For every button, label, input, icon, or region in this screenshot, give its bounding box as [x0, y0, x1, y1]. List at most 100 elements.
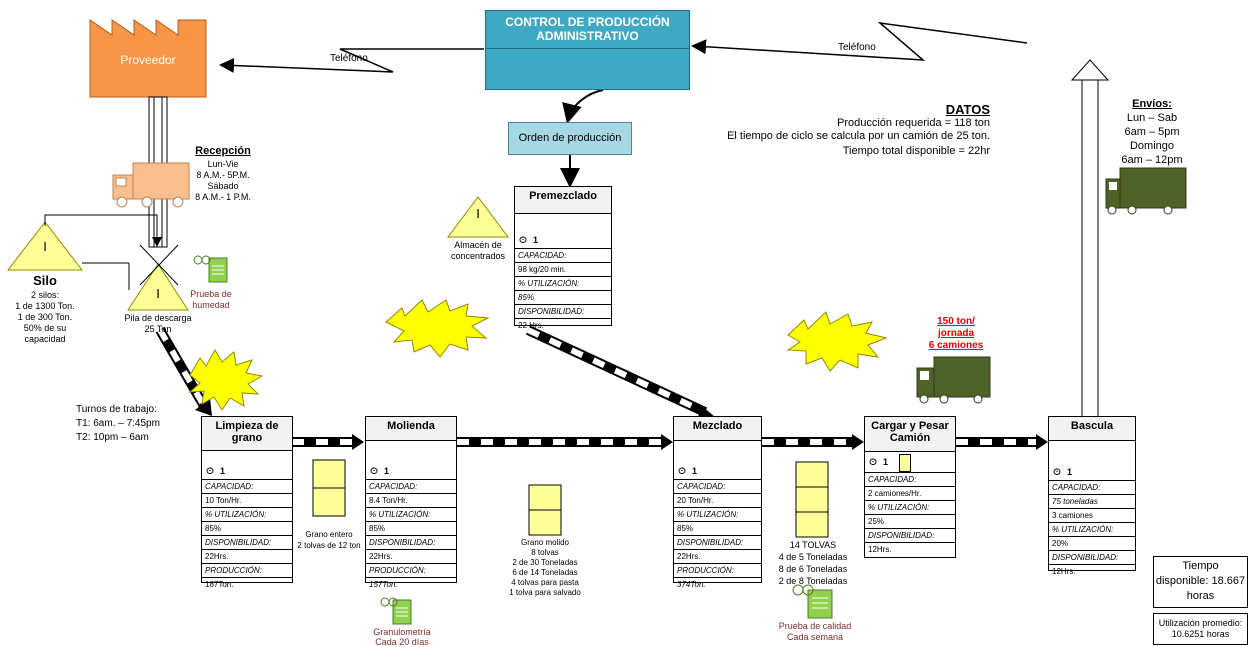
telephone-line-left — [219, 48, 484, 73]
control-produccion-box: CONTROL DE PRODUCCIÓN ADMINISTRATIVO — [485, 10, 690, 90]
jornada-l3: 6 camiones — [928, 340, 984, 351]
grano-molido-l6: 1 tolva para salvado — [509, 588, 581, 597]
operator-icon: ⵙ — [370, 466, 378, 476]
grano-molido-l2: 8 tolvas — [531, 548, 559, 557]
recepcion-l3: Sábado — [207, 181, 239, 191]
operator-count: 1 — [220, 466, 226, 476]
operator-count: 1 — [1067, 467, 1073, 477]
recepcion-title: Recepción — [195, 145, 251, 157]
prueba-calidad-l2: Cada semana — [786, 632, 844, 642]
doc-icon-calidad — [792, 584, 833, 619]
grano-molido-l1: Grano molido — [520, 538, 570, 547]
prueba-humedad-l1: Prueba de — [190, 289, 232, 299]
data-row: DISPONIBILIDAD: — [865, 529, 955, 543]
data-row: % UTILIZACIÓN: — [1049, 523, 1135, 537]
kaizen-burst-1 — [188, 348, 264, 411]
grano-molido-l4: 6 de 14 Toneladas — [512, 568, 578, 577]
buffer-grano-entero — [312, 459, 346, 517]
tolvas-l2: 4 de 5 Toneladas — [778, 552, 848, 562]
data-row: DISPONIBILIDAD: — [202, 536, 292, 550]
grano-molido-l5: 4 tolvas para pasta — [511, 578, 579, 587]
reception-truck-icon — [112, 162, 190, 208]
envios-l4: 6am – 12pm — [1121, 154, 1183, 166]
envios-l3: Domingo — [1129, 140, 1175, 152]
silo-inventory-triangle — [6, 221, 84, 271]
push-arrow-pila-limpieza — [155, 327, 212, 416]
data-row: CAPACIDAD: — [515, 249, 611, 263]
data-row: 187Ton. — [205, 580, 234, 589]
data-row: 12Hrs. — [1052, 567, 1076, 576]
data-row: 157Ton. — [369, 580, 398, 589]
silo-l3: 1 de 300 Ton. — [17, 312, 73, 322]
jornada-truck-icon — [916, 356, 991, 404]
turnos-l2: T1: 6am. – 7:45pm — [76, 418, 160, 429]
grano-entero-l1: Grano entero — [305, 530, 353, 539]
mini-buffer-icon — [898, 453, 911, 472]
process-title: Cargar y Pesar Camión — [865, 417, 955, 452]
data-row: 85% — [202, 522, 292, 536]
tiempo-disponible-box: Tiempo disponible: 18.667 horas — [1153, 556, 1248, 608]
data-row: CAPACIDAD: — [674, 480, 761, 494]
datos-line2: El tiempo de ciclo se calcula por un cam… — [727, 130, 990, 142]
push-arrow-premezclado-mezclado — [525, 325, 716, 420]
telefono-left-label: Teléfono — [330, 53, 368, 64]
turnos-l3: T2: 10pm – 6am — [76, 432, 149, 443]
process-title: Molienda — [366, 417, 456, 441]
doc-icon-granulometria — [380, 597, 412, 625]
data-row: 2 camiones/Hr. — [865, 487, 955, 501]
telefono-right-label: Teléfono — [838, 42, 876, 53]
data-row: 22Hrs. — [674, 550, 761, 564]
utilizacion-l1: Utilización promedio: — [1158, 618, 1243, 628]
control-to-orden-arrow — [562, 89, 604, 124]
proveedor-label: Proveedor — [120, 53, 176, 67]
doc-icon-humedad — [193, 255, 228, 283]
envios-title: Envíos: — [1132, 98, 1172, 110]
pila-l2: 25 Ton — [144, 324, 172, 334]
operator-count: 1 — [384, 466, 390, 476]
datos-line3: Tiempo total disponible = 22hr — [842, 145, 990, 157]
grano-entero-l2: 2 tolvas de 12 ton — [297, 541, 361, 550]
data-row: 10 Ton/Hr. — [202, 494, 292, 508]
silo-inventory-label: I — [43, 239, 47, 254]
data-row: % UTILIZACIÓN: — [865, 501, 955, 515]
buffer-grano-molido — [528, 484, 562, 536]
data-row: 25% — [865, 515, 955, 529]
tiempo-l3: horas — [1186, 590, 1215, 602]
shipping-hollow-arrow — [1070, 59, 1110, 419]
data-row: CAPACIDAD: — [202, 480, 292, 494]
push-arrow-mezclado-cargar — [762, 434, 864, 450]
data-row: 22Hrs. — [202, 550, 292, 564]
data-row: % UTILIZACIÓN: — [515, 277, 611, 291]
data-row: 85% — [674, 522, 761, 536]
envios-l2: 6am – 5pm — [1124, 126, 1180, 138]
data-row: 22Hrs. — [366, 550, 456, 564]
tiempo-l1: Tiempo — [1182, 560, 1219, 572]
data-row: DISPONIBILIDAD: — [674, 536, 761, 550]
telephone-line-right — [691, 21, 1028, 61]
silo-l5: capacidad — [24, 334, 66, 344]
proveedor-factory-icon — [89, 19, 207, 98]
data-row: 85% — [366, 522, 456, 536]
process-title: Bascula — [1049, 417, 1135, 441]
prueba-calidad-l1: Prueba de calidad — [778, 621, 852, 631]
data-row: 20 Ton/Hr. — [674, 494, 761, 508]
data-row: CAPACIDAD: — [366, 480, 456, 494]
buffer-tolvas — [795, 461, 829, 538]
data-row: 22 Hrs. — [518, 321, 544, 330]
data-row: PRODUCCIÓN: — [202, 564, 292, 578]
push-arrow-molienda-mezclado — [457, 434, 673, 450]
prueba-humedad-l2: humedad — [192, 300, 230, 310]
data-row: 20% — [1049, 537, 1135, 551]
datos-title: DATOS — [945, 102, 990, 117]
operator-count: 1 — [533, 235, 539, 245]
data-row: PRODUCCIÓN: — [366, 564, 456, 578]
tiempo-l2: disponible: 18.667 — [1155, 575, 1246, 587]
turnos-l1: Turnos de trabajo: — [76, 404, 157, 415]
